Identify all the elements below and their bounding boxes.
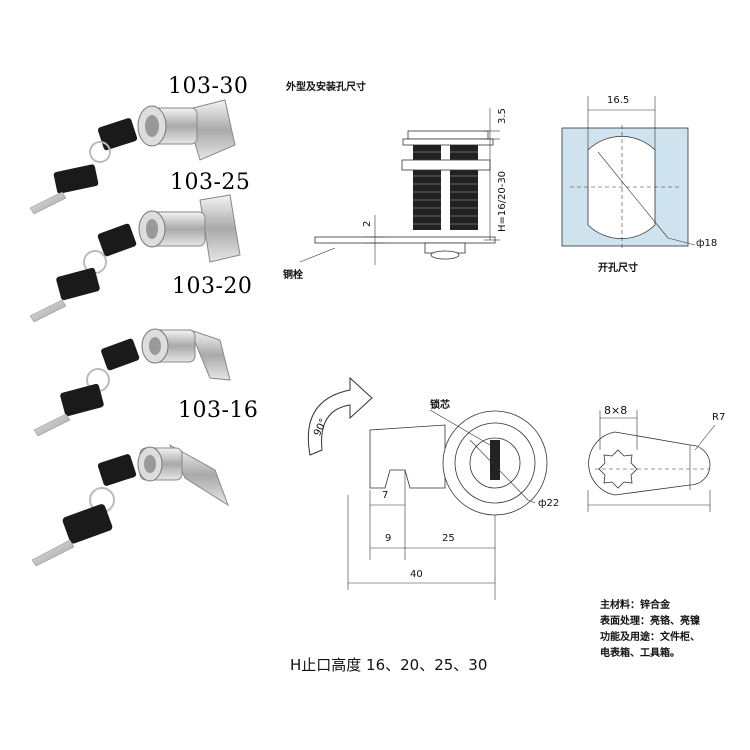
dim-9: 9 xyxy=(385,533,392,544)
copper-bolt-label: 铜栓 xyxy=(283,270,303,281)
outline-title: 外型及安装孔尺寸 xyxy=(286,82,366,93)
spec-usage: 功能及用途：文件柜、 xyxy=(600,632,700,643)
dim-40: 40 xyxy=(410,569,423,580)
spec-usage-cont: 电表箱、工具箱。 xyxy=(600,648,680,659)
model-label-103-30: 103-30 xyxy=(168,74,249,99)
dim-16-5: 16.5 xyxy=(607,95,630,106)
height-note: H止口高度 16、20、25、30 xyxy=(290,656,488,674)
dim-25: 25 xyxy=(442,533,455,544)
lock-photo-103-16 xyxy=(31,443,229,567)
spec-block: 主材料：锌合金 表面处理：亮铬、亮镍 功能及用途：文件柜、 电表箱、工具箱。 xyxy=(600,598,700,662)
dim-phi18: ф18 xyxy=(696,238,718,249)
cutout-title: 开孔尺寸 xyxy=(598,263,638,274)
model-label-103-16: 103-16 xyxy=(178,398,259,423)
lock-photo-103-30 xyxy=(29,99,236,215)
model-label-103-20: 103-20 xyxy=(172,274,253,299)
spec-surface: 表面处理：亮铬、亮镍 xyxy=(600,616,700,627)
spec-material: 主材料：锌合金 xyxy=(600,600,670,611)
dim-7: 7 xyxy=(382,490,389,501)
dim-phi22: ф22 xyxy=(538,498,560,509)
rotation-arrow-icon xyxy=(307,376,373,456)
lock-core-label: 锁芯 xyxy=(430,400,450,411)
dim-R7: R7 xyxy=(712,412,726,423)
dim-8x8: 8×8 xyxy=(604,404,628,417)
model-label-103-25: 103-25 xyxy=(170,170,251,195)
lock-photo-103-20 xyxy=(33,328,231,437)
lock-photo-103-25 xyxy=(29,194,241,323)
